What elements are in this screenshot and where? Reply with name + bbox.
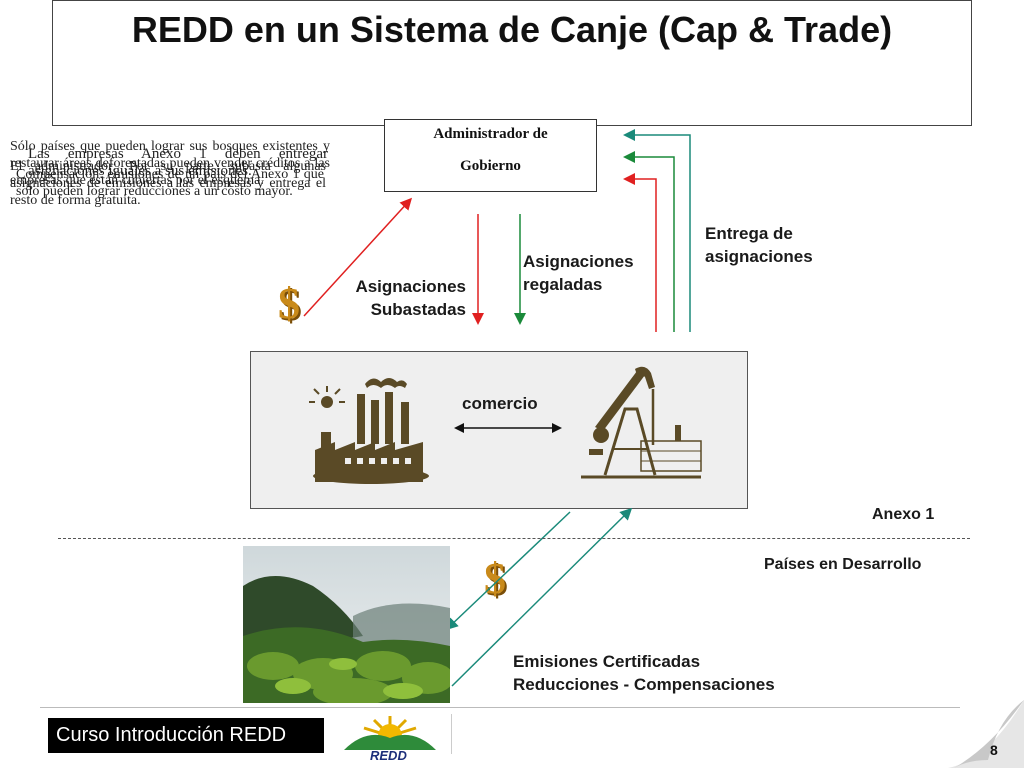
delivery-arrow-teal [623, 129, 691, 332]
title-box: REDD en un Sistema de Canje (Cap & Trade… [52, 0, 972, 126]
developing-countries-label: Países en Desarrollo [764, 556, 922, 573]
redd-logo-text: REDD [370, 748, 407, 763]
overlap-text-4: Compensación: emisiones de un país del A… [16, 167, 324, 199]
annex1-label: Anexo 1 [872, 506, 935, 523]
footer-separator [451, 714, 452, 754]
admin-label-line2: Gobierno [460, 158, 521, 174]
page-curl-icon [948, 700, 1024, 768]
page-number: 8 [990, 742, 998, 758]
trade-box [250, 351, 748, 509]
trade-double-arrow [454, 423, 562, 433]
auctioned-allowances-label: Asignaciones Subastadas [355, 277, 466, 319]
free-allowances-label: Asignaciones regaladas [523, 252, 634, 294]
oil-pump-icon [581, 366, 702, 479]
auction-arrow [303, 197, 413, 317]
annex-boundary-line [58, 538, 970, 539]
government-admin-box: Administrador de Gobierno [384, 119, 597, 192]
footer-divider [40, 707, 960, 708]
credits-to-developing-arrow [445, 511, 571, 631]
delivery-arrow-green [623, 151, 675, 332]
payment-to-annex-arrow [451, 507, 633, 687]
dollar-icon: $ [278, 279, 300, 328]
overlap-text-2: Las empresas Anexo 1 deben entregar asig… [28, 146, 328, 179]
slide-title: REDD en un Sistema de Canje (Cap & Trade… [131, 9, 893, 50]
dollar-icon: $ [484, 554, 506, 603]
delivery-arrow-red [623, 173, 657, 332]
overlap-text-3: El administrador: Por su parte, subasta … [10, 159, 326, 208]
course-title-box: Curso Introducción REDD [48, 718, 324, 753]
forest-photo [243, 546, 450, 703]
certified-emissions-label: Emisiones Certificadas Reducciones - Com… [513, 652, 775, 694]
redd-logo-icon [344, 716, 436, 750]
admin-label-line1: Administrador de [433, 126, 548, 142]
factory-icon [309, 378, 429, 484]
allowance-delivery-label: Entrega de asignaciones [705, 224, 813, 266]
overlap-text-1: Sólo países que pueden lograr sus bosque… [10, 139, 330, 188]
trade-label: comercio [462, 394, 538, 413]
